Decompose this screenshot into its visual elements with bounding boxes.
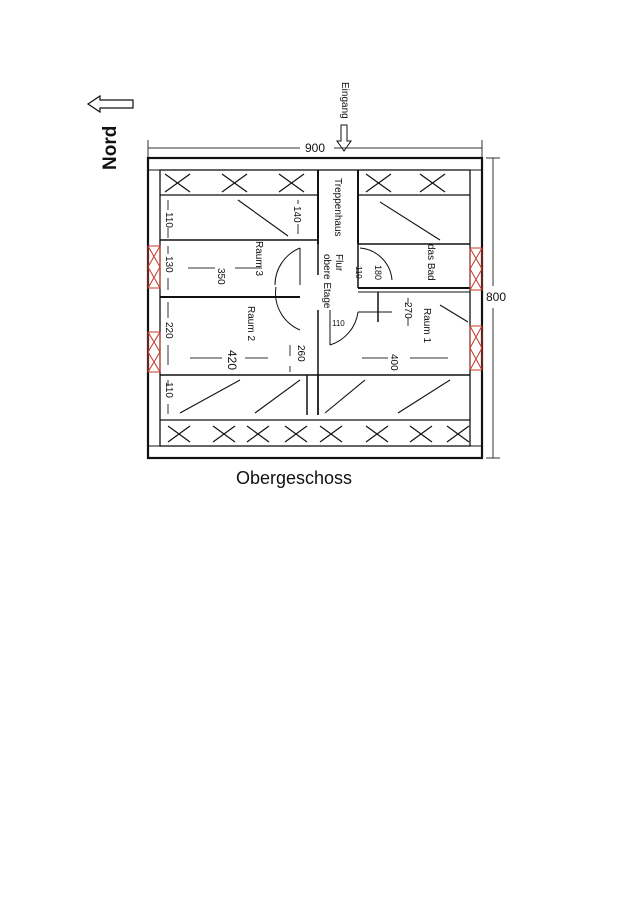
width-dimension-line: [147, 140, 483, 160]
depth-dimension-line: [486, 157, 500, 459]
dim-350: 350: [215, 268, 226, 285]
entrance-label: Eingang: [339, 82, 350, 119]
dim-130: 130: [163, 256, 174, 273]
window-left-upper-icon: [147, 245, 161, 289]
outer-walls: [146, 156, 484, 460]
window-left-lower-icon: [147, 331, 161, 373]
dim-270: 270: [402, 302, 413, 319]
dim-180: 180: [373, 265, 383, 280]
dim-110-door: 110: [332, 319, 345, 328]
interior-walls: [160, 170, 470, 415]
door-swings: [274, 247, 393, 346]
dim-260: 260: [295, 345, 306, 362]
north-label: Nord: [100, 126, 121, 170]
room1-label: Raum 1: [421, 308, 432, 343]
dimension-ticks: [167, 200, 448, 414]
dim-110-bottom: 110: [163, 382, 174, 398]
hall-label-line2: obere Etage: [321, 254, 332, 309]
entrance-arrow-icon: [336, 124, 352, 152]
window-right-lower-icon: [469, 325, 483, 371]
dim-140: 140: [291, 206, 302, 223]
window-right-upper-icon: [469, 247, 483, 291]
width-dimension-label: 900: [305, 141, 325, 155]
dim-220: 220: [163, 322, 174, 339]
bottom-roof-slope-strip: [160, 419, 470, 443]
dim-110-top: 110: [163, 212, 174, 228]
dim-420: 420: [225, 350, 239, 370]
slope-hatching: [179, 199, 469, 414]
room2-label: Raum 2: [245, 306, 256, 341]
bath-label: das Bad: [425, 244, 436, 281]
dim-400: 400: [388, 354, 399, 371]
top-roof-slope-strip: [160, 173, 470, 196]
plan-title: Obergeschoss: [236, 468, 352, 488]
hall-label-line1: Flur: [333, 254, 344, 272]
room3-label: Raum 3: [253, 241, 264, 276]
dim-110-hall: 110: [354, 266, 363, 279]
stair-label: Treppenhaus: [332, 178, 343, 237]
depth-dimension-label: 800: [486, 290, 506, 304]
north-arrow-icon: [86, 94, 134, 114]
